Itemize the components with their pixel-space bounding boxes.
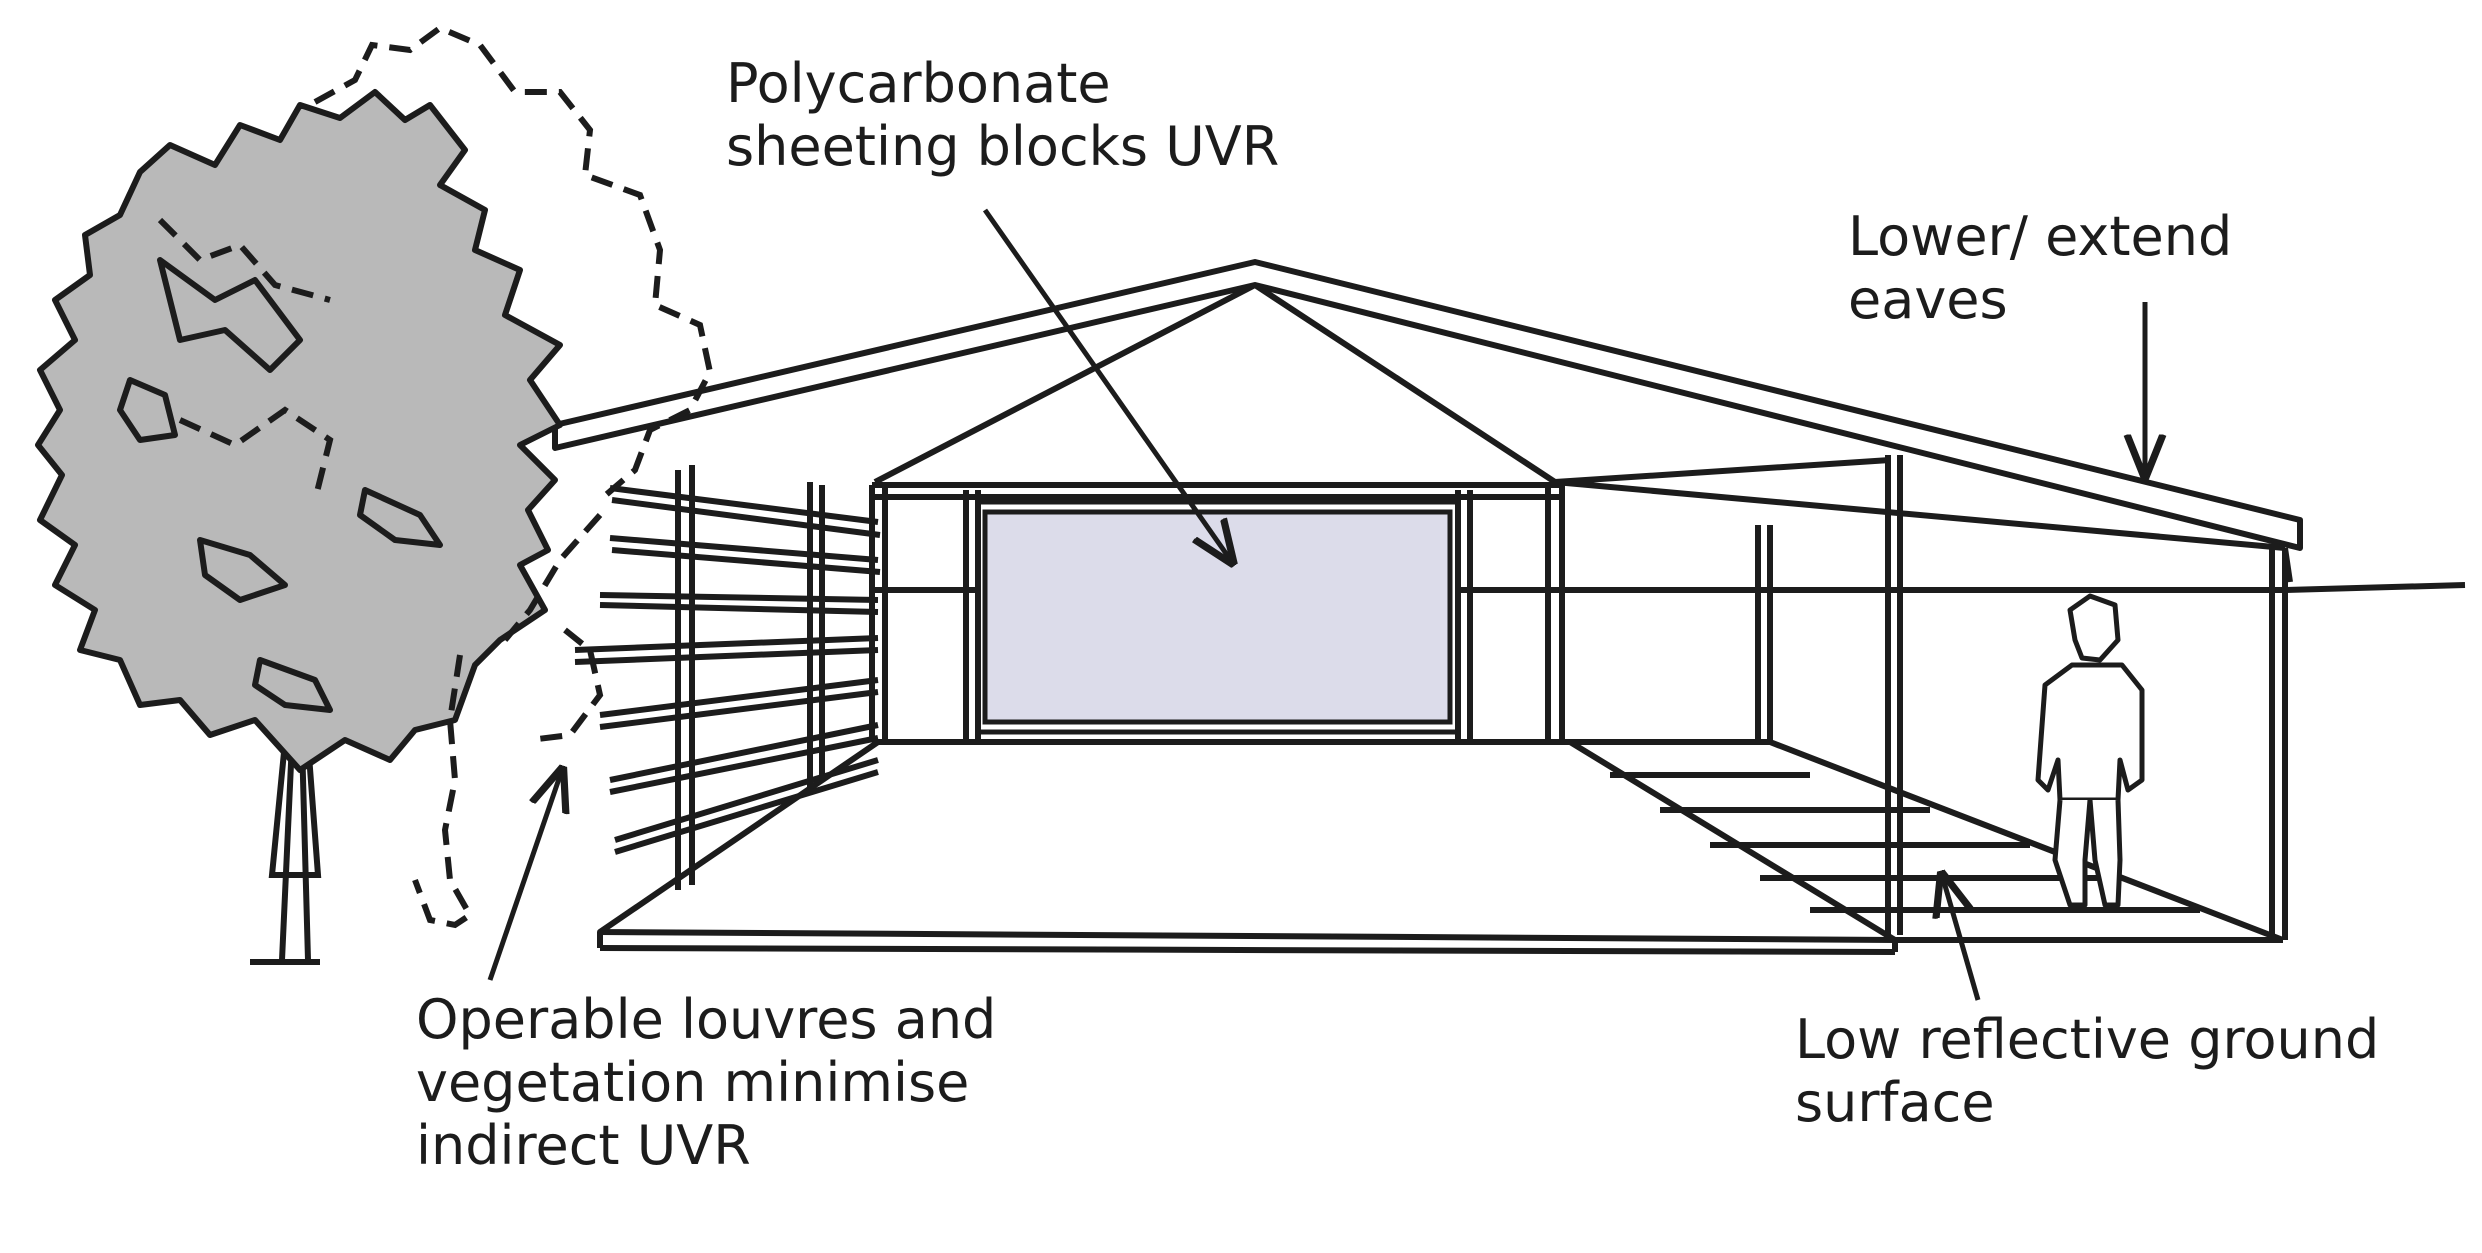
label-louvres-line-3: indirect UVR (416, 1114, 751, 1178)
label-eaves-line-2: eaves (1848, 268, 2008, 332)
label-louvres-line-1: Operable louvres and (416, 988, 997, 1051)
label-ground-line-2: surface (1795, 1071, 1995, 1135)
arrow-icon (487, 208, 2145, 1001)
roof (552, 259, 2303, 583)
rear-wall-frame (869, 482, 1770, 745)
label-eaves-line-1: Lower/ extend (1848, 205, 2233, 268)
label-ground-line-1: Low reflective ground (1795, 1008, 2380, 1071)
arrow-ground (1942, 875, 1981, 1001)
label-polycarbonate-line-1: Polycarbonate (726, 52, 1111, 115)
label-polycarbonate: Polycarbonate sheeting blocks UVR (726, 52, 1279, 178)
person-icon (2035, 593, 2145, 908)
label-ground: Low reflective ground surface (1795, 1008, 2379, 1134)
label-louvres-line-2: vegetation minimise (416, 1051, 970, 1115)
label-polycarbonate-line-2: sheeting blocks UVR (726, 115, 1280, 179)
tree-icon (35, 24, 714, 965)
right-wall-frame (1562, 455, 2466, 940)
arrow-polycarbonate (982, 208, 1232, 562)
label-eaves: Lower/ extend eaves (1848, 205, 2232, 331)
operable-louvres (574, 465, 881, 890)
arrow-louvres (487, 770, 562, 981)
label-louvres: Operable louvres and vegetation minimise… (416, 988, 996, 1178)
polycarbonate-sheeting (978, 499, 1458, 735)
